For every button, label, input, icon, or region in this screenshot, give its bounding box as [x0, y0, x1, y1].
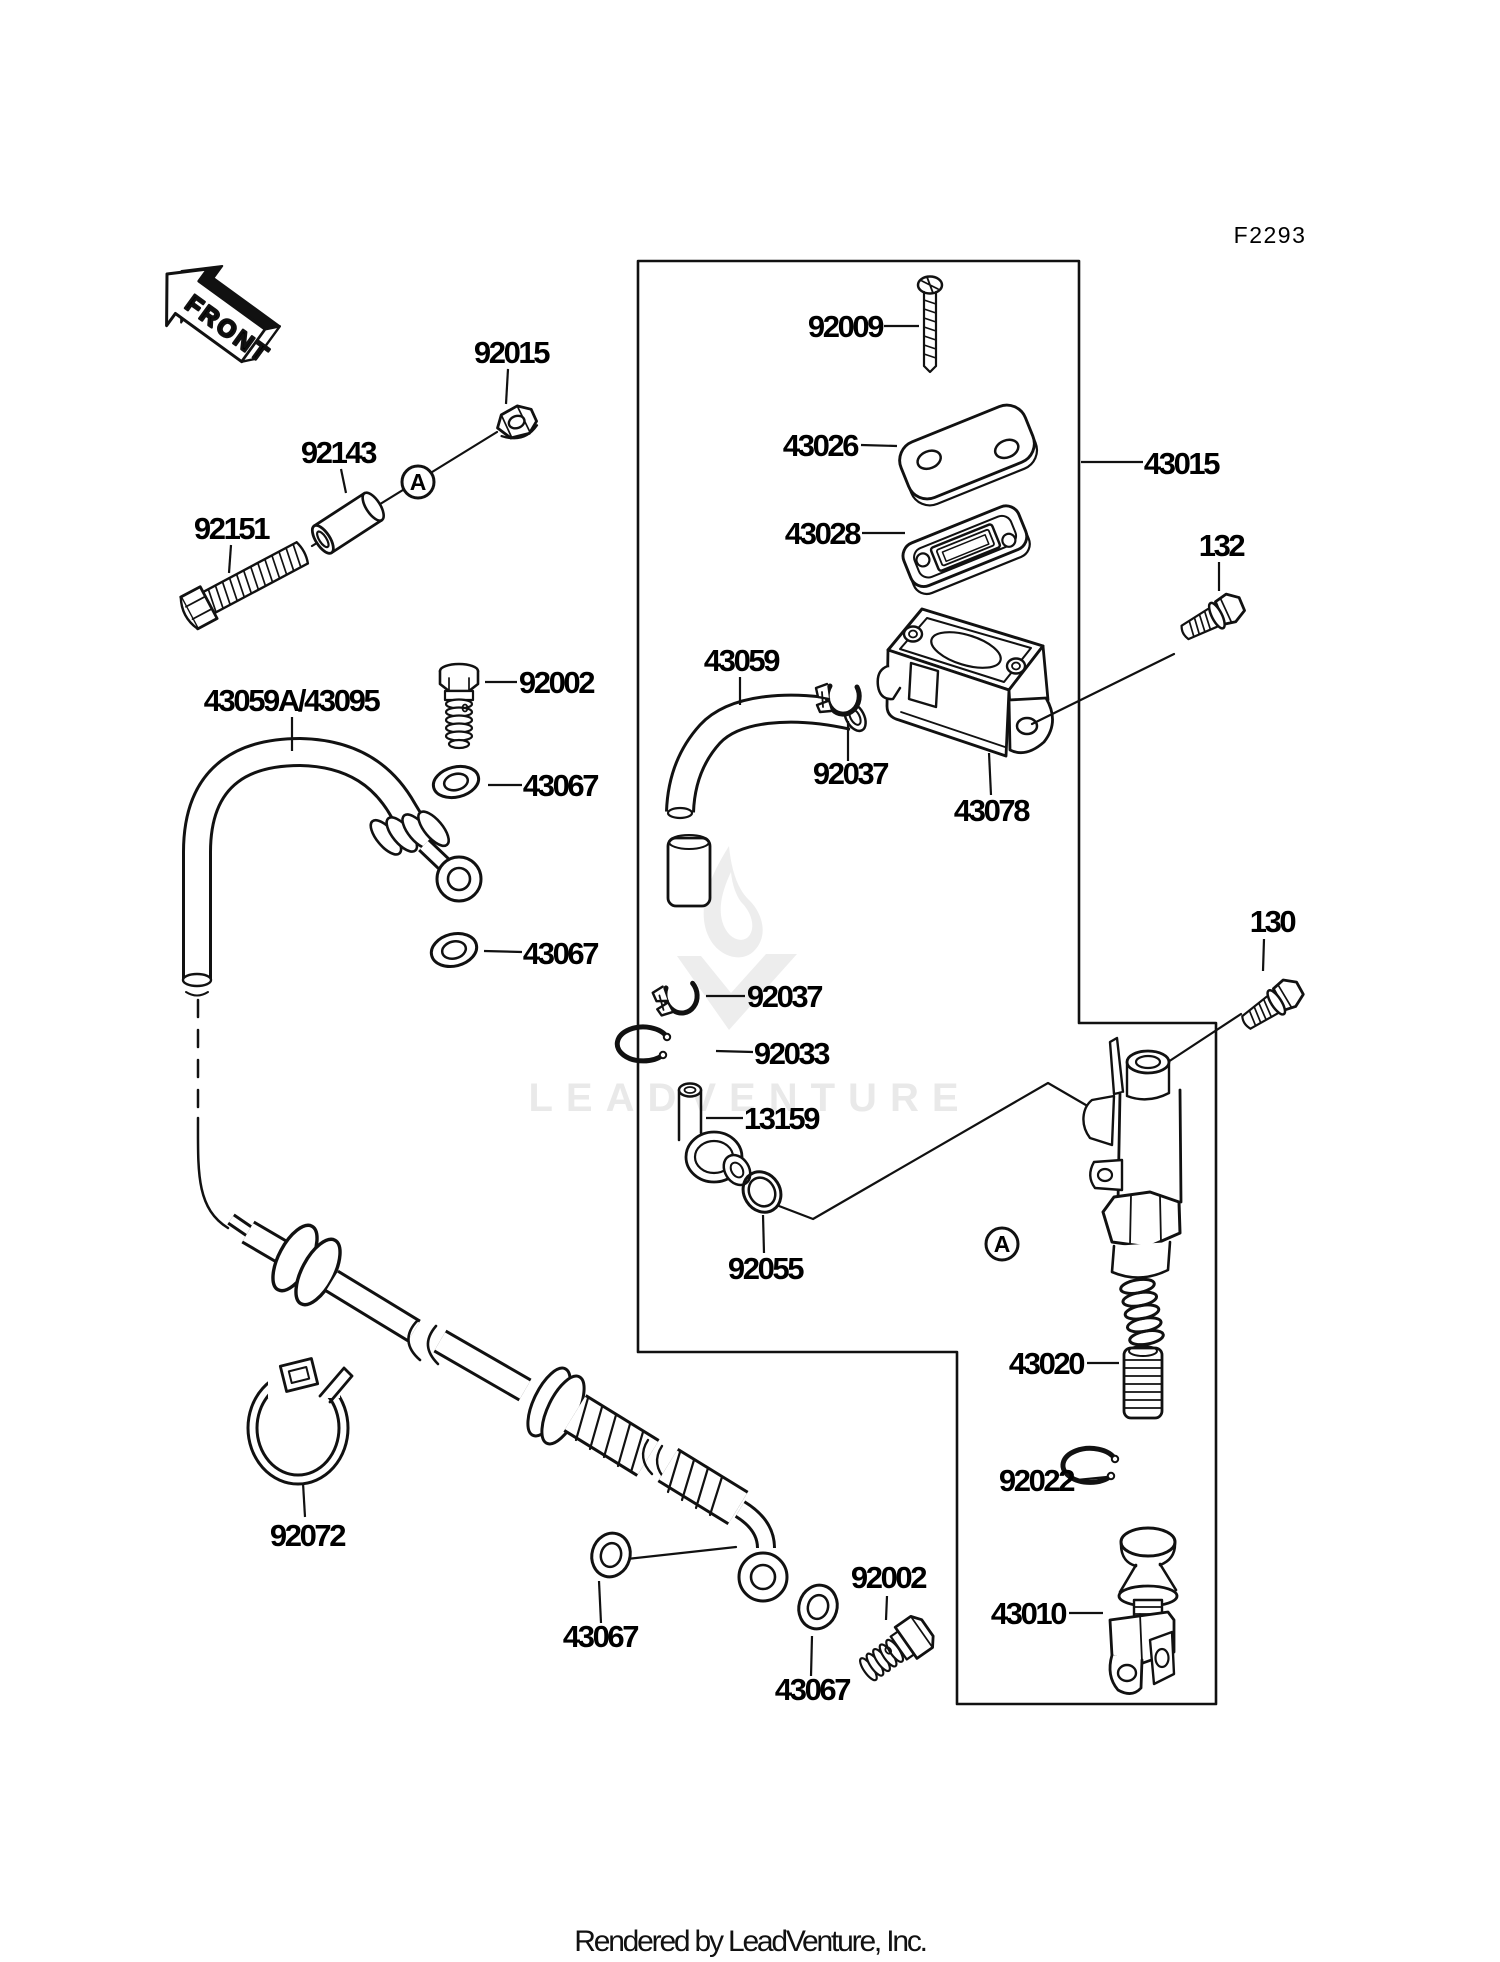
detail-marker-label: A — [994, 1231, 1011, 1257]
part-number-label: 43067 — [523, 936, 598, 971]
banjo-bolt-92002-lower — [859, 1614, 935, 1682]
label-leader-line — [504, 368, 510, 405]
detail-marker-circle — [984, 1226, 1020, 1262]
o-ring-92055 — [741, 1170, 783, 1214]
label-leader-line — [483, 949, 523, 954]
connector-line — [625, 1545, 738, 1561]
label-leader-line — [1076, 1475, 1108, 1482]
elbow-fitting-13159 — [677, 1082, 752, 1187]
part-number-label: 43015 — [1144, 446, 1220, 481]
part-number-label: 43067 — [563, 1619, 638, 1654]
part-number-label: 92037 — [813, 756, 888, 791]
circlip-92022 — [1060, 1445, 1120, 1485]
bushing-92143 — [310, 491, 385, 555]
part-number-label: 92151 — [194, 511, 270, 546]
label-leader-line — [860, 443, 898, 448]
label-leader-line — [227, 544, 233, 574]
washer-43067-2 — [429, 932, 479, 968]
label-leader-line — [987, 752, 993, 796]
part-number-label: 43026 — [783, 428, 859, 463]
part-number-label: 13159 — [744, 1101, 820, 1136]
washer-43067-3 — [590, 1531, 632, 1579]
reservoir-diaphragm-43028 — [901, 504, 1031, 596]
circlip-92033 — [614, 1024, 672, 1064]
master-cylinder-body — [1082, 1036, 1183, 1279]
part-number-label: 92033 — [754, 1036, 830, 1071]
brake-pipe-assembly — [227, 1213, 789, 1603]
diagram-box-outline — [636, 259, 1218, 1706]
part-number-label: 92002 — [851, 1560, 926, 1595]
detail-markers: AA — [400, 464, 1020, 1262]
part-number-label: 43028 — [785, 516, 861, 551]
label-leader-line — [761, 1214, 766, 1254]
brake-hose-43059a — [181, 737, 483, 1230]
clamp-92037-upper — [814, 682, 862, 717]
band-clamp-92072 — [246, 1356, 354, 1486]
part-number-label: 132 — [1199, 528, 1245, 563]
banjo-bolt-92002-upper — [438, 662, 480, 750]
part-number-label: 92009 — [808, 309, 884, 344]
bolt-92151 — [179, 541, 310, 631]
part-number-label: 43067 — [775, 1672, 850, 1707]
label-leader-line — [715, 1049, 754, 1054]
washer-43067-1 — [431, 764, 481, 800]
watermark-text: LEADVENTURE — [528, 1076, 971, 1120]
nut-92015 — [496, 404, 539, 440]
clamp-92037-lower — [651, 980, 700, 1017]
pushrod-clevis-43010 — [1108, 1526, 1179, 1695]
label-leader-line — [809, 1635, 814, 1677]
label-leader-line — [884, 1595, 889, 1621]
detail-marker-label: A — [410, 469, 427, 495]
connector-line — [1030, 652, 1176, 726]
part-number-label: 43078 — [954, 793, 1030, 828]
label-leader-line — [301, 1482, 307, 1518]
label-leader-line — [339, 468, 348, 494]
spring-piston-43020 — [1119, 1277, 1165, 1420]
part-number-label: 92002 — [519, 665, 594, 700]
part-number-label: 43059A/43095 — [204, 683, 381, 718]
part-number-label: 92022 — [999, 1463, 1074, 1498]
leadventure-logo-watermark-icon — [677, 846, 797, 1030]
elbow-tube-43059 — [665, 693, 867, 908]
part-labels: 92015 92143 92151 43059A/43095 92002 43067 430… — [194, 309, 1298, 1707]
screw-92009 — [916, 275, 944, 374]
part-number-label: 130 — [1250, 904, 1296, 939]
bolt-130 — [1241, 978, 1305, 1030]
part-number-label: 92143 — [301, 435, 377, 470]
part-number-label: 92072 — [270, 1518, 345, 1553]
connector-line — [1166, 1012, 1243, 1064]
part-number-label: 92015 — [474, 335, 550, 370]
reservoir-cap-43026 — [898, 403, 1039, 507]
bolt-132 — [1180, 592, 1246, 641]
footer-credit: Rendered by LeadVenture, Inc. — [574, 1925, 926, 1958]
part-number-label: 43020 — [1009, 1346, 1084, 1381]
figure-code: F2293 — [1234, 222, 1307, 248]
label-leader-line — [597, 1580, 603, 1624]
label-leader-line — [1261, 938, 1266, 972]
part-number-label: 92055 — [728, 1251, 804, 1286]
part-number-label: 43010 — [991, 1596, 1066, 1631]
washer-43067-4 — [797, 1583, 839, 1631]
front-arrow-icon: FRONT — [165, 264, 282, 371]
part-number-label: 92037 — [747, 979, 822, 1014]
part-number-label: 43059 — [704, 643, 780, 678]
part-number-label: 43067 — [523, 768, 598, 803]
detail-marker-circle — [400, 464, 436, 500]
connector-line — [777, 1081, 1093, 1221]
reservoir-body-43078 — [876, 607, 1054, 758]
